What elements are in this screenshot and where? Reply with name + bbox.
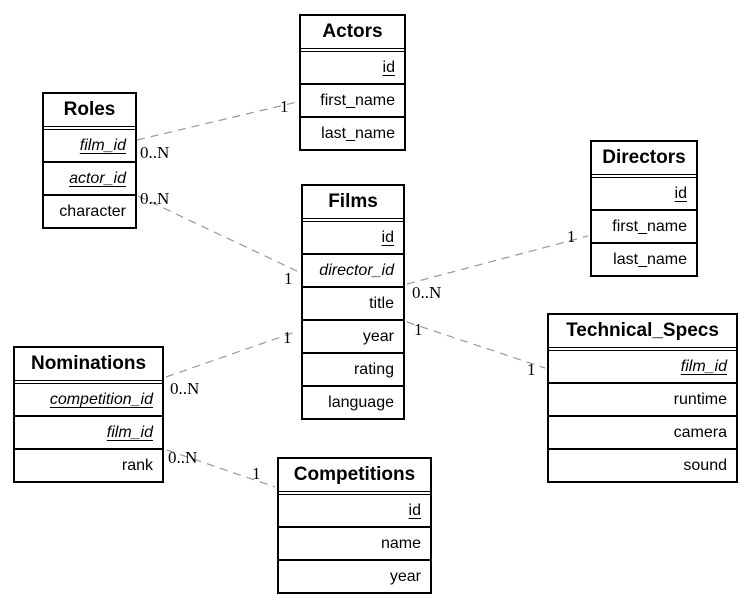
field-directors-first_name: first_name <box>592 209 696 242</box>
field-films-title: title <box>303 286 403 319</box>
field-nominations-competition_id: competition_id <box>49 391 153 408</box>
field-roles-actor_id: actor_id <box>44 161 135 194</box>
cardinality-nominations-competitions-0: 0..N <box>168 448 198 467</box>
table-technical_specs-title: Technical_Specs <box>549 315 736 348</box>
field-technical_specs-runtime: runtime <box>549 382 736 415</box>
field-technical_specs-film_id: film_id <box>680 358 727 375</box>
field-actors-last_name: last_name <box>301 116 404 149</box>
field-roles-film_id: film_id <box>79 137 126 154</box>
cardinality-nominations-competitions-1: 1 <box>252 464 261 483</box>
field-films-year: year <box>303 319 403 352</box>
field-films-director_id: director_id <box>303 253 403 286</box>
cardinality-roles-films-0: 0..N <box>140 189 170 208</box>
field-directors-last_name: last_name <box>592 242 696 275</box>
table-directors-title: Directors <box>592 142 696 175</box>
field-directors-id: id <box>674 185 687 202</box>
edge-roles-actors <box>136 101 298 141</box>
field-nominations-film_id: film_id <box>15 415 162 448</box>
cardinality-roles-films-1: 1 <box>284 269 293 288</box>
edge-films-directors <box>406 235 589 285</box>
cardinality-films-directors-1: 1 <box>567 227 576 246</box>
table-actors-title: Actors <box>301 16 404 49</box>
edge-nominations-competitions <box>166 449 276 488</box>
table-competitions-title: Competitions <box>279 459 430 492</box>
field-nominations-rank: rank <box>15 448 162 481</box>
field-competitions-year: year <box>279 559 430 592</box>
cardinality-films-technical_specs-1: 1 <box>527 360 536 379</box>
field-films-id: id <box>381 229 394 246</box>
field-films-language: language <box>303 385 403 418</box>
cardinality-films-technical_specs-0: 1 <box>414 320 423 339</box>
table-roles-title: Roles <box>44 94 135 127</box>
field-roles-character: character <box>44 194 135 227</box>
field-films-rating: rating <box>303 352 403 385</box>
field-actors-id: id <box>382 59 395 76</box>
cardinality-nominations-films-1: 1 <box>283 328 292 347</box>
field-competitions-id: id <box>408 502 421 519</box>
edge-nominations-films <box>165 330 299 378</box>
cardinality-films-directors-0: 0..N <box>412 283 442 302</box>
table-nominations-title: Nominations <box>15 348 162 381</box>
cardinality-nominations-films-0: 0..N <box>170 379 200 398</box>
field-competitions-name: name <box>279 526 430 559</box>
cardinality-roles-actors-0: 0..N <box>140 143 170 162</box>
field-technical_specs-camera: camera <box>549 415 736 448</box>
table-films-title: Films <box>303 186 403 219</box>
edge-films-technical_specs <box>406 321 546 369</box>
field-actors-first_name: first_name <box>301 83 404 116</box>
edge-roles-films <box>137 195 300 273</box>
field-technical_specs-sound: sound <box>549 448 736 481</box>
cardinality-roles-actors-1: 1 <box>280 97 289 116</box>
